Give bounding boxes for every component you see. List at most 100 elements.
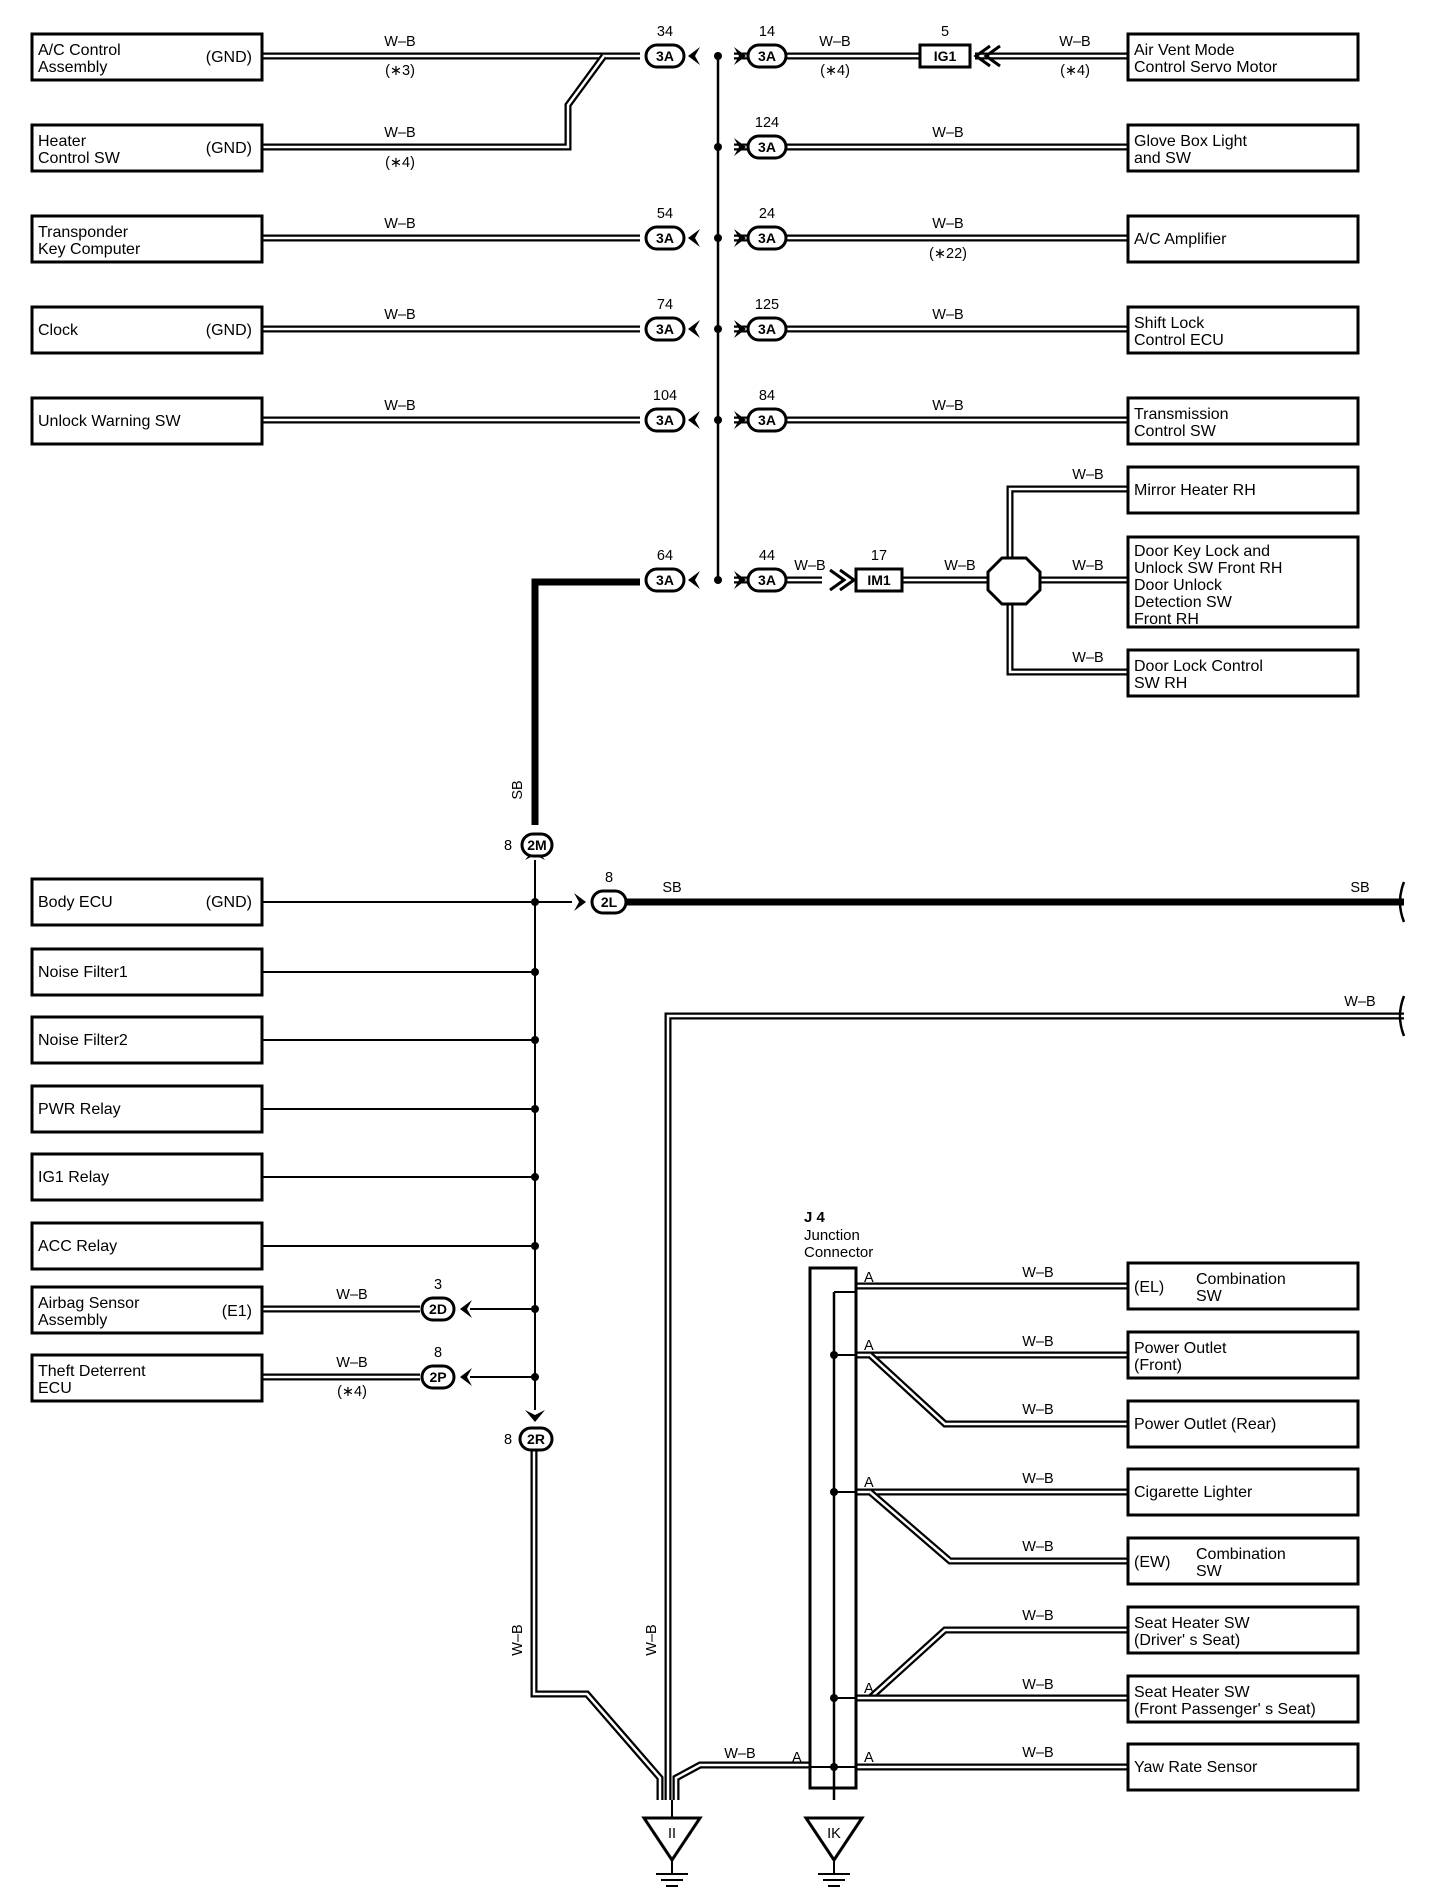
svg-text:2D: 2D (429, 1301, 447, 1317)
pin-number: 44 (759, 548, 775, 564)
wire-color-label: W–B (384, 398, 415, 414)
terminal-label: (GND) (206, 140, 252, 157)
junction-terminal: A (864, 1750, 874, 1766)
component-label: Unlock SW Front RH (1134, 560, 1282, 577)
component-label: (Front) (1134, 1357, 1182, 1374)
component-label: ACC Relay (38, 1238, 117, 1255)
transponder-key-computer: Transponder Key Computer (30, 214, 264, 264)
svg-text:3A: 3A (758, 321, 776, 337)
component-label: Seat Heater SW (1134, 1615, 1251, 1632)
svg-text:IM1: IM1 (867, 572, 891, 588)
junction-id: J 4 (804, 1209, 826, 1226)
wire-color-label: W–B (1072, 467, 1103, 483)
junction-name: Junction (804, 1227, 860, 1244)
connector-3a-row2: 3A 124 (734, 115, 788, 160)
junction-loads: (EL) Combination SW Power Outlet (Front)… (1126, 1261, 1360, 1792)
wire-color-label: W–B (932, 216, 963, 232)
component-label: Shift Lock (1134, 315, 1205, 332)
svg-text:3A: 3A (758, 572, 776, 588)
combination-sw-el: (EL) Combination SW (1126, 1261, 1360, 1311)
airbag-sensor-assembly: Airbag Sensor Assembly (E1) (30, 1285, 264, 1335)
seat-heater-sw-driver: Seat Heater SW (Driver' s Seat) (1126, 1605, 1360, 1655)
wire-color-label: W–B (932, 307, 963, 323)
component-label: Front RH (1134, 611, 1199, 628)
component-label: Cigarette Lighter (1134, 1484, 1253, 1501)
wire-color-label: W–B (1022, 1745, 1053, 1761)
component-label: Yaw Rate Sensor (1134, 1759, 1258, 1776)
component-label: Combination (1196, 1546, 1286, 1563)
connector-3a-row5: 3A 3A 104 84 (644, 388, 788, 433)
terminal-label: (GND) (206, 49, 252, 66)
connector-3a-row-im1: 3A 3A 64 44 (644, 548, 788, 593)
svg-text:3A: 3A (656, 48, 674, 64)
splice-octagon (986, 556, 1042, 606)
component-label: Assembly (38, 1312, 107, 1329)
component-label: Key Computer (38, 241, 141, 258)
wire-color-label: W–B (384, 125, 415, 141)
wire-color-label: W–B (1022, 1471, 1053, 1487)
svg-text:3A: 3A (656, 321, 674, 337)
component-label: Glove Box Light (1134, 133, 1248, 150)
pin-number: 5 (941, 24, 949, 40)
wire-color-label: W–B (794, 558, 825, 574)
pin-number: 84 (759, 388, 775, 404)
svg-text:3A: 3A (758, 48, 776, 64)
svg-text:2L: 2L (601, 894, 618, 910)
component-label: SW RH (1134, 675, 1187, 692)
left-components: A/C Control Assembly (GND) Heater Contro… (30, 32, 264, 1403)
pin-number: 3 (434, 1277, 442, 1293)
svg-text:3A: 3A (758, 412, 776, 428)
component-label: Seat Heater SW (1134, 1684, 1251, 1701)
wire-color-label: W–B (1022, 1539, 1053, 1555)
svg-text:3A: 3A (656, 412, 674, 428)
note-label: (∗4) (337, 1384, 367, 1400)
pin-number: 74 (657, 297, 673, 313)
wires (262, 52, 1404, 1800)
wire-color-label: W–B (1344, 994, 1375, 1010)
component-label: Noise Filter1 (38, 964, 128, 981)
component-label: Control SW (38, 150, 121, 167)
component-label: Detection SW (1134, 594, 1233, 611)
component-label: Control SW (1134, 423, 1217, 440)
pin-number: 34 (657, 24, 673, 40)
component-label: A/C Control (38, 42, 121, 59)
mirror-heater-rh: Mirror Heater RH (1126, 465, 1360, 515)
wire-color-label: W–B (336, 1355, 367, 1371)
body-ecu: Body ECU (GND) (30, 877, 264, 927)
unlock-warning-sw: Unlock Warning SW (30, 396, 264, 446)
component-label: IG1 Relay (38, 1169, 109, 1186)
component-label: and SW (1134, 150, 1192, 167)
svg-text:3A: 3A (758, 230, 776, 246)
junction-name: Connector (804, 1244, 873, 1261)
sb-wires (531, 578, 1404, 906)
pin-number: 8 (504, 838, 512, 854)
pin-number: 8 (434, 1345, 442, 1361)
svg-text:2M: 2M (527, 837, 546, 853)
connector-2d: 2D 3 (420, 1277, 535, 1322)
component-label: Door Lock Control (1134, 658, 1263, 675)
combination-sw-ew: (EW) Combination SW (1126, 1536, 1360, 1586)
pin-number: 17 (871, 548, 887, 564)
ac-control-assembly: A/C Control Assembly (GND) (30, 32, 264, 82)
wire-color-label: W–B (1022, 1402, 1053, 1418)
yaw-rate-sensor: Yaw Rate Sensor (1126, 1742, 1360, 1792)
clock: Clock (GND) (30, 305, 264, 355)
component-label: Door Key Lock and (1134, 543, 1270, 560)
transmission-control-sw: Transmission Control SW (1126, 396, 1360, 446)
wire-labels: W–B (∗3) W–B (∗4) W–B (∗4) W–B (∗4) W–B … (336, 34, 1375, 1762)
note-label: (∗4) (1060, 63, 1090, 79)
door-lock-control-sw: Door Lock Control SW RH (1126, 648, 1360, 698)
power-outlet-front: Power Outlet (Front) (1126, 1330, 1360, 1380)
right-components: Air Vent Mode Control Servo Motor Glove … (1126, 32, 1360, 698)
ground-label: IK (827, 1826, 841, 1842)
connector-3a-row1: 3A 3A 34 14 (644, 24, 788, 69)
wire-color-label: W–B (1022, 1334, 1053, 1350)
pwr-relay: PWR Relay (30, 1084, 264, 1134)
cigarette-lighter: Cigarette Lighter (1126, 1467, 1360, 1517)
wire-color-label: W–B (932, 398, 963, 414)
note-label: (∗4) (385, 155, 415, 171)
component-label: Unlock Warning SW (38, 413, 181, 430)
pin-number: 14 (759, 24, 775, 40)
component-label: Air Vent Mode (1134, 42, 1235, 59)
wire-color-label: SB (510, 780, 526, 799)
